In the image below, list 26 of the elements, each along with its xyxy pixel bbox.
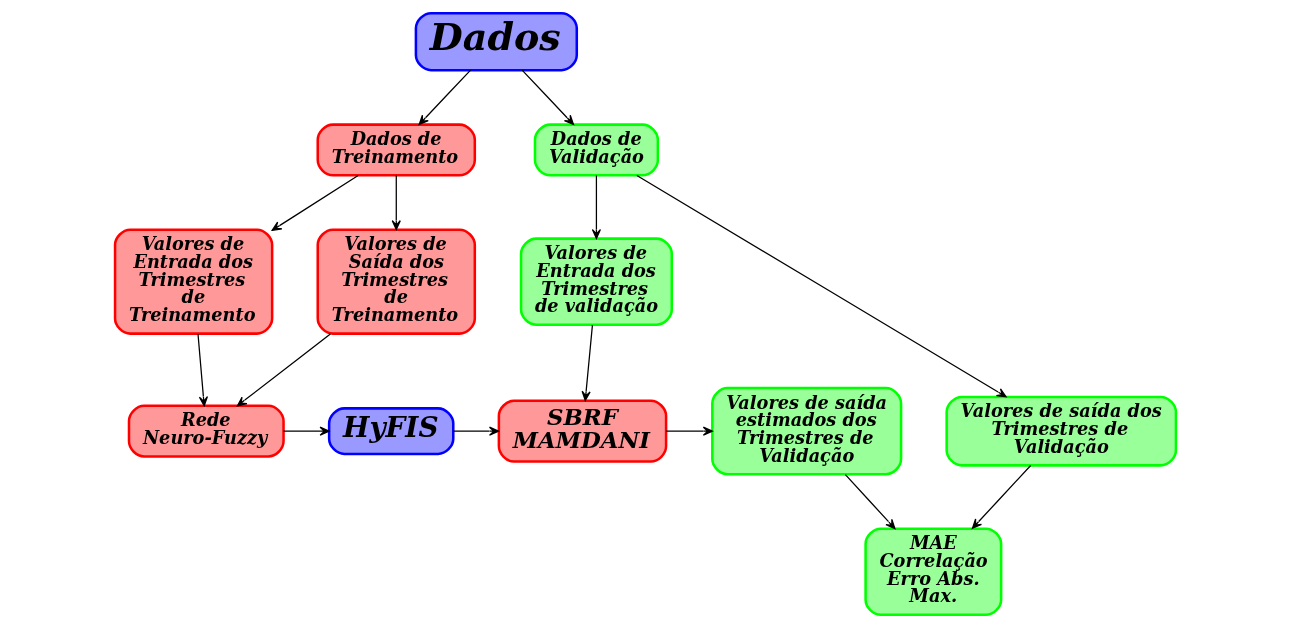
node-box: Dados de Validação — [533, 123, 660, 177]
node-box: MAE Correlação Erro Abs. Max. — [864, 527, 1003, 617]
arrow — [418, 69, 472, 126]
arrow — [591, 174, 602, 240]
node-box: HyFIS — [327, 407, 455, 456]
arrow — [581, 324, 594, 401]
node-box: Valores de Entrada dos Trimestres de validação — [519, 237, 674, 327]
arrow — [636, 174, 1007, 398]
arrow — [665, 426, 713, 436]
arrow — [271, 174, 359, 231]
arrow — [282, 426, 330, 436]
arrow — [452, 426, 500, 436]
arrow — [197, 333, 209, 407]
node-box: Dados — [414, 11, 579, 72]
arrow — [391, 174, 401, 231]
node-box: Rede Neuro-Fuzzy — [127, 404, 285, 458]
node-box: Valores de saída estimados dos Trimestres de Validação — [711, 386, 903, 476]
node-box: Valores de saída dos Trimestres de Validação — [945, 395, 1178, 467]
node-box: Valores de Saída dos Trimestres de Treinamento — [316, 228, 477, 335]
arrow — [521, 69, 575, 126]
node-box: Valores de Entrada dos Trimestres de Treinamento — [113, 228, 274, 335]
arrow — [844, 474, 896, 530]
node-box: SBRF MAMDANI — [497, 399, 668, 463]
arrow — [971, 464, 1032, 529]
node-box: Dados de Treinamento — [316, 123, 477, 177]
arrow — [236, 333, 331, 407]
